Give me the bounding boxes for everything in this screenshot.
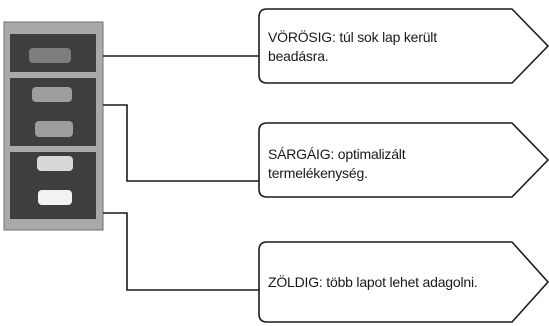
- connector-yellow: [103, 104, 259, 182]
- callout-red: [258, 8, 549, 84]
- level-slot-green-bottom: [38, 190, 72, 205]
- callout-yellow-text: SÁRGÁIG: optimalizált termelékenység.: [268, 146, 406, 181]
- callout-shapes: [258, 8, 549, 323]
- level-slot-yellow-top: [32, 87, 72, 102]
- callout-green: [258, 241, 549, 323]
- indicator-panel: [3, 21, 104, 231]
- callout-red-text: VÖRÖSIG: túl sok lap került beadásra.: [268, 29, 437, 64]
- level-slot-green-top: [37, 156, 73, 171]
- level-slot-red: [29, 48, 71, 63]
- connector-lines: [103, 55, 259, 291]
- connector-green: [103, 212, 259, 291]
- callout-green-text: ZÖLDIG: több lapot lehet adagolni.: [268, 274, 478, 290]
- callout-yellow: [258, 122, 549, 198]
- level-slot-yellow-bottom: [35, 121, 73, 137]
